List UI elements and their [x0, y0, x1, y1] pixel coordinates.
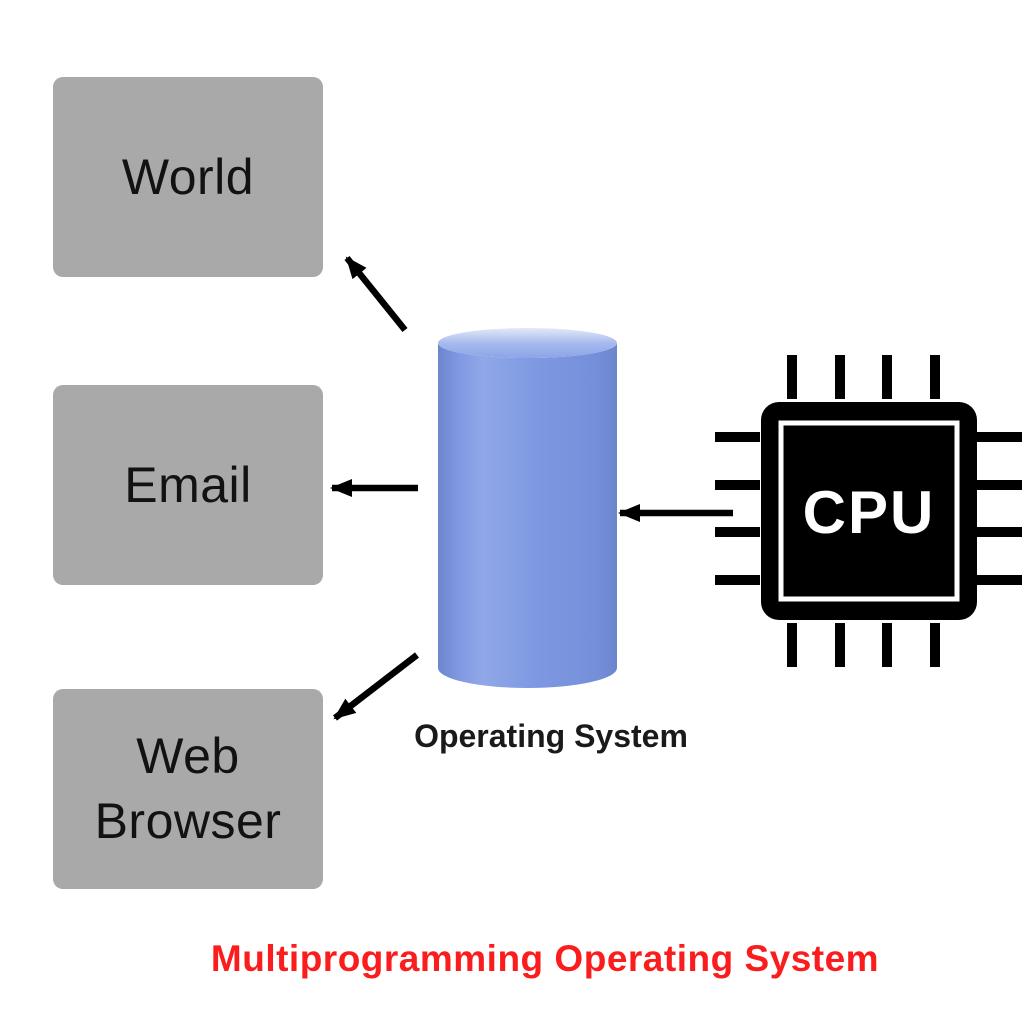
program-box-world: World — [53, 77, 323, 277]
arrow-os-to-web-browser — [333, 652, 419, 721]
program-box-web-browser: Web Browser — [53, 689, 323, 889]
diagram-caption: Multiprogramming Operating System — [210, 938, 880, 979]
program-box-web-browser-label: Web Browser — [94, 728, 282, 849]
cylinder-body — [438, 343, 617, 688]
cpu-chip-body — [761, 402, 977, 620]
cylinder-top-face — [438, 328, 617, 358]
cpu-chip-icon: CPU — [715, 355, 1022, 667]
os-cylinder-label: Operating System — [414, 718, 688, 754]
cpu-label: CPU — [803, 479, 936, 546]
program-box-email-label: Email — [124, 456, 252, 513]
program-box-email: Email — [53, 385, 323, 585]
program-box-world-label: World — [121, 148, 255, 205]
arrow-os-to-world — [344, 255, 408, 333]
cpu-inner-frame — [778, 420, 960, 602]
os-cylinder-icon — [438, 328, 617, 688]
